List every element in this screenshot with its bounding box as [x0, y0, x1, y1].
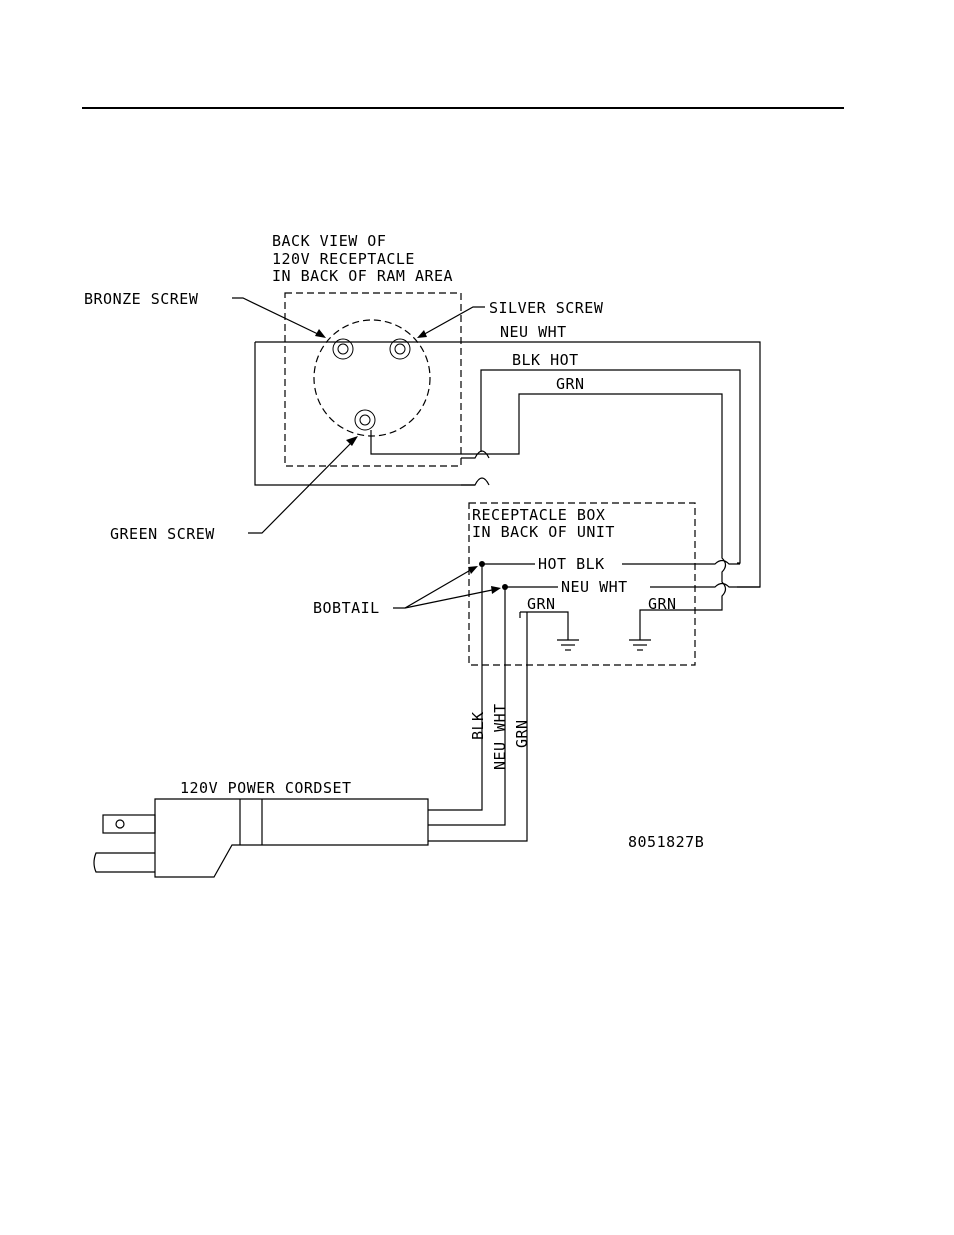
- bobtail-arrowhead-neu: [491, 586, 501, 594]
- grn-top-label: GRN: [556, 375, 585, 393]
- wire-grn-top: [370, 393, 727, 640]
- wire-blk-label: BLK: [469, 711, 487, 740]
- silver-screw-label: SILVER SCREW: [489, 299, 604, 317]
- wire-neu-wht-box-bottom: [461, 477, 490, 486]
- silver-screw-leader: [420, 306, 485, 337]
- box-title-line1: RECEPTACLE BOX: [472, 506, 605, 524]
- receptacle-outline: [284, 292, 462, 467]
- bobtail-arrowhead-hot: [468, 566, 478, 574]
- hot-blk-label: HOT BLK: [538, 555, 605, 573]
- part-number: 8051827B: [628, 833, 704, 851]
- blk-hot-top-label: BLK HOT: [512, 351, 579, 369]
- green-screw-arrowhead: [346, 436, 358, 446]
- grn-box-left-label: GRN: [527, 595, 556, 613]
- receptacle-title-line1: BACK VIEW OF: [272, 232, 386, 250]
- wire-grn-box-left: [520, 611, 569, 640]
- receptacle-back-view: BACK VIEW OF 120V RECEPTACLE IN BACK OF …: [272, 232, 462, 467]
- bronze-screw-leader: [232, 297, 323, 337]
- neu-wht-top-label: NEU WHT: [500, 323, 567, 341]
- silver-screw-arrowhead: [417, 330, 427, 338]
- power-plug: [93, 798, 429, 878]
- cordset-label: 120V POWER CORDSET: [180, 779, 352, 797]
- grn-box-right-label: GRN: [648, 595, 677, 613]
- wire-blk-hot-top: [461, 369, 741, 564]
- green-screw-leader: [248, 438, 356, 534]
- receptacle-title-line3: IN BACK OF RAM AREA: [272, 267, 453, 285]
- wire-grn-cord: [428, 612, 528, 842]
- ground-symbol-right: [629, 639, 651, 651]
- wire-grn-label: GRN: [513, 719, 531, 748]
- neu-wht-box-label: NEU WHT: [561, 578, 628, 596]
- ground-symbol-left: [557, 639, 579, 651]
- receptacle-box-outline: [468, 502, 696, 666]
- bronze-screw: [332, 338, 354, 360]
- bronze-screw-arrowhead: [315, 329, 326, 338]
- wire-neu-wht-top: [254, 342, 475, 486]
- bobtail-label: BOBTAIL: [313, 599, 380, 617]
- wire-blk-cord: [428, 564, 483, 811]
- receptacle-face: [313, 319, 431, 437]
- receptacle-title-line2: 120V RECEPTACLE: [272, 250, 415, 268]
- receptacle-box: RECEPTACLE BOX IN BACK OF UNIT HOT BLK N…: [468, 502, 760, 666]
- bobtail-leader-neu: [404, 588, 498, 609]
- wire-neu-wht-label: NEU WHT: [491, 703, 509, 770]
- green-screw-label: GREEN SCREW: [110, 525, 215, 543]
- bronze-screw-label: BRONZE SCREW: [84, 290, 199, 308]
- box-title-line2: IN BACK OF UNIT: [472, 523, 615, 541]
- green-screw: [354, 409, 376, 431]
- wire-neu-wht-top-run: [255, 341, 761, 588]
- wire-hot-blk-box-right: [622, 559, 740, 565]
- wire-neu-wht-box-right: [650, 582, 760, 588]
- silver-screw: [389, 338, 411, 360]
- wire-neu-wht-cord: [428, 587, 506, 826]
